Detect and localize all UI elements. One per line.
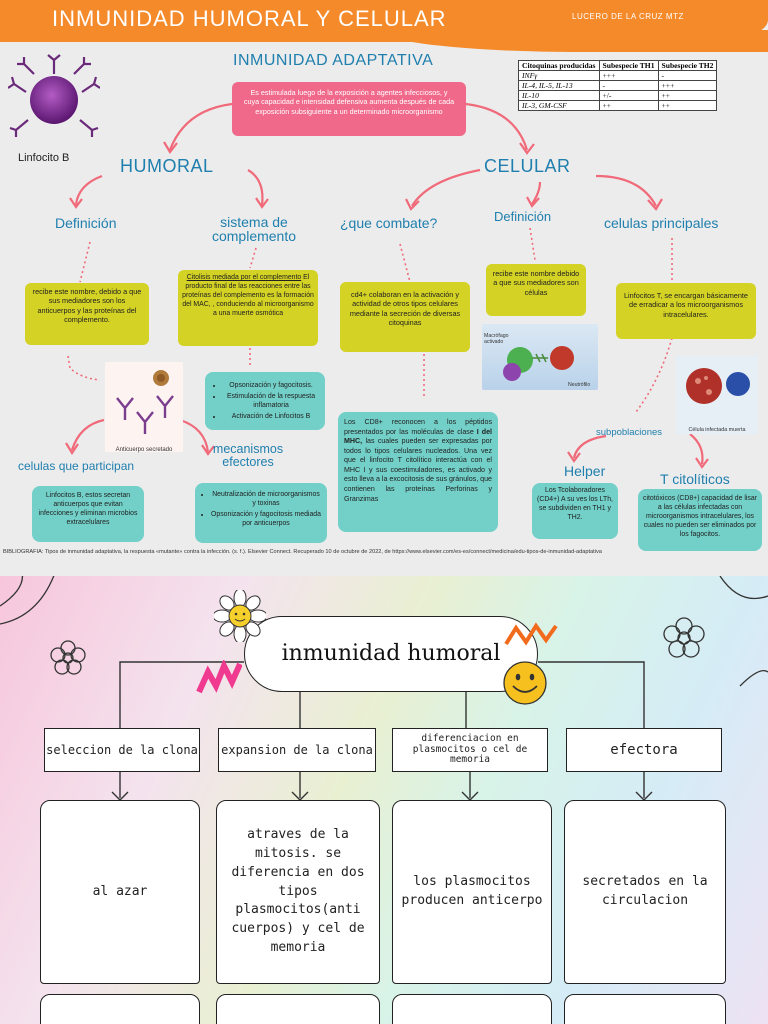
- celular-definition-box: recibe este nombre debido a que sus medi…: [486, 264, 586, 316]
- bottom-box: [216, 994, 380, 1024]
- main-cells-heading: celulas principales: [604, 215, 719, 231]
- lymphocyte-b-label: Linfocito B: [18, 152, 70, 164]
- table-cell: ++: [657, 100, 718, 111]
- bibliography: BIBLIOGRAFIA: Tipos de inmunidad adaptat…: [3, 549, 602, 555]
- combat-heading: ¿que combate?: [340, 215, 438, 231]
- cd8-text-after: las cuales pueden ser expresadas por tod…: [344, 437, 492, 503]
- list-item: Estimulación de la respuesta inflamatori…: [223, 393, 319, 411]
- smiley-face-icon: [503, 661, 547, 705]
- flow-title: inmunidad humoral: [281, 641, 501, 666]
- connector-arrows: [65, 102, 709, 469]
- cd8-text-before: Los CD8+ reconocen a los péptidos presen…: [344, 418, 492, 436]
- stage-box-diferenciacion: diferenciacion en plasmocitos o cel de m…: [392, 728, 548, 772]
- list-item: Activación de Linfocitos B: [223, 413, 319, 422]
- complement-box: Citolisis mediada por el complemento El …: [178, 270, 318, 346]
- bottom-box: [40, 994, 200, 1024]
- stage-box-expansion: expansion de la clona: [218, 728, 376, 772]
- celular-definition-heading: Definición: [494, 209, 552, 224]
- complement-text: El producto final de las reacciones entr…: [182, 274, 314, 317]
- intro-box: Es estimulada luego de la exposición a a…: [232, 82, 466, 136]
- bottom-box: [564, 994, 726, 1024]
- decorations: [0, 576, 768, 687]
- flow-title-pill: inmunidad humoral: [244, 616, 538, 692]
- humoral-definition-box: recibe este nombre, debido a que sus med…: [25, 283, 149, 345]
- lymphocyte-b-illustration: [8, 54, 100, 137]
- pink-zigzag-icon: [196, 660, 242, 694]
- antibody-caption: Anticuerpo secretado: [115, 447, 173, 453]
- list-item: Opsonización y fagocitosis.: [223, 382, 319, 391]
- list-item: Neutralización de microorganismos y toxi…: [211, 491, 321, 509]
- adaptive-immunity-title: INMUNIDAD ADAPTATIVA: [233, 52, 434, 69]
- flower-outline-icon: [663, 617, 705, 658]
- neutrophil-label: Neutrófilo: [568, 382, 591, 388]
- daisy-icon: [214, 590, 266, 642]
- author-name: LUCERO DE LA CRUZ MTZ: [572, 12, 684, 21]
- table-row: IL-3, GM-CSF++++: [518, 100, 718, 111]
- detail-box-seleccion: al azar: [40, 800, 200, 984]
- orange-zigzag-icon: [504, 622, 558, 646]
- cytolytic-heading: T citolíticos: [660, 471, 730, 487]
- antibody-icon: [116, 370, 174, 434]
- macrophage-illustration: Macrófago activado Neutrófilo: [482, 324, 598, 390]
- humoral-definition-heading: Definición: [55, 215, 117, 231]
- participants-box: Linfocitos B, estos secretan anticuerpos…: [32, 486, 144, 542]
- page-title: INMUNIDAD HUMORAL Y CELULAR: [52, 6, 447, 31]
- complement-heading: sistema de complemento: [211, 214, 297, 244]
- stage-box-seleccion: seleccion de la clona: [44, 728, 200, 772]
- flow-connectors: [111, 661, 653, 801]
- humoral-flowchart-panel: inmunidad humoral seleccion de la clona …: [0, 576, 768, 1024]
- combat-box: cd4+ colaboran en la activación y activi…: [340, 282, 470, 352]
- cytokine-table: Citoquinas producidas Subespecie TH1 Sub…: [518, 60, 718, 111]
- macrophage-icon: [503, 346, 574, 381]
- subpopulations-label: subpoblaciones: [596, 427, 663, 438]
- macrophage-label: Macrófago activado: [484, 333, 509, 345]
- mechanisms-box: Neutralización de microorganismos y toxi…: [195, 483, 327, 543]
- dead-cell-icon: [686, 368, 750, 404]
- poster-adaptive-immunity: INMUNIDAD HUMORAL Y CELULAR LUCERO DE LA…: [0, 0, 768, 576]
- detail-box-efectora: secretados en la circulacion: [564, 800, 726, 984]
- header-wave: [380, 30, 768, 52]
- main-cells-box: Linfocitos T, se encargan básicamente de…: [616, 283, 756, 339]
- cd8-bold: I del MHC,: [344, 427, 492, 446]
- complement-list-box: Opsonización y fagocitosis. Estimulación…: [205, 372, 325, 430]
- antibody-illustration: Anticuerpo secretado: [105, 362, 183, 453]
- cytokine-table-wrap: Citoquinas producidas Subespecie TH1 Sub…: [518, 60, 718, 111]
- flower-outline-icon: [50, 640, 86, 675]
- mechanisms-heading: mecanismos efectores: [212, 442, 284, 470]
- dead-cell-illustration: Célula infectada muerta: [676, 356, 758, 434]
- participants-heading: celulas que participan: [18, 459, 135, 473]
- cytolytic-box: citotóxicos (CD8+) capacidad de lisar a …: [638, 489, 762, 551]
- dead-cell-caption: Célula infectada muerta: [688, 427, 746, 433]
- celular-heading: CELULAR: [484, 156, 571, 176]
- detail-box-expansion: atraves de la mitosis. se diferencia en …: [216, 800, 380, 984]
- humoral-heading: HUMORAL: [120, 156, 214, 176]
- bottom-box: [392, 994, 552, 1024]
- stage-box-efectora: efectora: [566, 728, 722, 772]
- helper-heading: Helper: [564, 463, 606, 479]
- helper-box: Los Tcolaboradores (CD4+) A su ves los L…: [532, 483, 618, 539]
- detail-box-diferenciacion: los plasmocitos producen anticerpo: [392, 800, 552, 984]
- list-item: Opsonización y fagocitosis mediada por a…: [211, 511, 321, 529]
- complement-underlined: Citolisis mediada por el complemento: [186, 274, 302, 281]
- cd8-box: Los CD8+ reconocen a los péptidos presen…: [338, 412, 498, 532]
